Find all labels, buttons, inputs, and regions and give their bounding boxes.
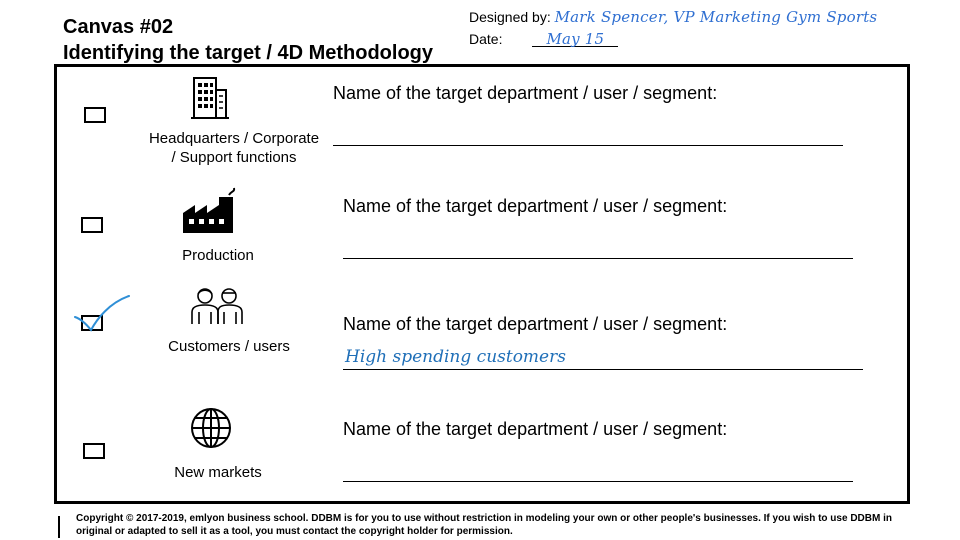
page-title: Canvas #02 Identifying the target / 4D M… xyxy=(63,14,433,66)
category-label-new-markets: New markets xyxy=(174,464,262,481)
canvas-frame: Headquarters / Corporate / Support funct… xyxy=(54,64,910,504)
date-value: May 15 xyxy=(546,30,605,48)
office-building-icon xyxy=(191,76,229,120)
answer-value-customers[interactable]: High spending customers xyxy=(345,347,566,367)
category-label-headquarters: Headquarters / Corporate / Support funct… xyxy=(148,130,320,166)
footer-divider xyxy=(58,516,60,538)
answer-line-customers[interactable] xyxy=(343,369,863,370)
checkbox-headquarters[interactable] xyxy=(84,107,106,123)
checkbox-production[interactable] xyxy=(81,217,103,233)
category-label-customers: Customers / users xyxy=(168,338,290,355)
target-prompt-headquarters: Name of the target department / user / s… xyxy=(333,83,718,103)
copyright-notice: Copyright © 2017-2019, emlyon business s… xyxy=(76,513,892,537)
customers-icon xyxy=(189,286,247,326)
answer-line-production[interactable] xyxy=(343,258,853,259)
title-line-1: Canvas #02 xyxy=(63,16,174,38)
date-field: Date: May 15 xyxy=(469,30,619,48)
checkmark-icon xyxy=(74,295,130,332)
target-row-customers: Customers / users Name of the target dep… xyxy=(57,285,907,403)
globe-icon xyxy=(190,407,232,449)
target-row-headquarters: Headquarters / Corporate / Support funct… xyxy=(57,67,907,177)
designed-by-label: Designed by: xyxy=(469,9,551,25)
date-label: Date: xyxy=(469,31,503,47)
date-value-field[interactable]: May 15 xyxy=(532,30,619,48)
category-label-production: Production xyxy=(182,247,254,264)
designed-by: Designed by: Mark Spencer, VP Marketing … xyxy=(469,8,877,26)
target-row-production: Production Name of the target department… xyxy=(57,177,907,287)
factory-icon xyxy=(181,187,237,235)
target-prompt-customers: Name of the target department / user / s… xyxy=(343,314,728,334)
title-line-2: Identifying the target / 4D Methodology xyxy=(63,42,433,64)
answer-line-headquarters[interactable] xyxy=(333,145,843,146)
answer-line-new-markets[interactable] xyxy=(343,481,853,482)
checkbox-new-markets[interactable] xyxy=(83,443,105,459)
target-prompt-new-markets: Name of the target department / user / s… xyxy=(343,419,728,439)
target-prompt-production: Name of the target department / user / s… xyxy=(343,196,728,216)
target-row-new-markets: New markets Name of the target departmen… xyxy=(57,397,907,507)
designed-by-value[interactable]: Mark Spencer, VP Marketing Gym Sports xyxy=(554,8,878,26)
